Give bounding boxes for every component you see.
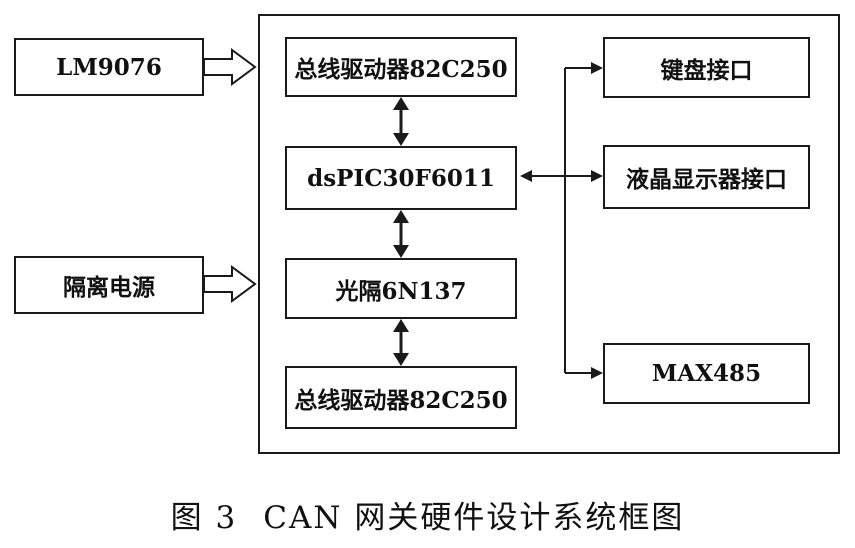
figure-title: CAN 网关硬件设计系统框图 [263,500,685,536]
block-isolated-power-label: 隔离电源 [63,274,155,301]
link-mcu-opto [393,210,409,258]
block-optocoupler-label: 光隔6N137 [335,277,467,305]
block-isolated-power: 隔离电源 [14,256,204,314]
figure-caption: 图 3 CAN 网关硬件设计系统框图 [0,492,855,537]
input-arrow-lm9076 [203,48,257,86]
block-optocoupler: 光隔6N137 [285,258,517,319]
block-mcu: dsPIC30F6011 [285,146,517,210]
link-driver-mcu [393,97,409,146]
block-max485: MAX485 [603,343,810,404]
peripheral-bus [520,62,603,379]
block-keyboard-interface-label: 键盘接口 [660,56,753,84]
figure-number: 图 3 [170,500,238,536]
block-lm9076: LM9076 [14,38,204,96]
block-lm9076-label: LM9076 [56,53,162,81]
block-bus-driver-bottom: 总线驱动器82C250 [285,366,517,429]
block-bus-driver-top-label: 总线驱动器82C250 [294,56,508,83]
input-arrow-power [203,265,257,303]
system-boundary [258,14,840,454]
block-mcu-label: dsPIC30F6011 [307,164,495,192]
block-lcd-interface: 液晶显示器接口 [603,145,810,209]
block-lcd-interface-label: 液晶显示器接口 [626,166,787,193]
block-bus-driver-bottom-label: 总线驱动器82C250 [294,386,508,414]
block-bus-driver-top: 总线驱动器82C250 [285,37,517,97]
block-max485-label: MAX485 [651,360,762,387]
link-opto-driver [393,319,409,366]
block-keyboard-interface: 键盘接口 [603,37,810,98]
